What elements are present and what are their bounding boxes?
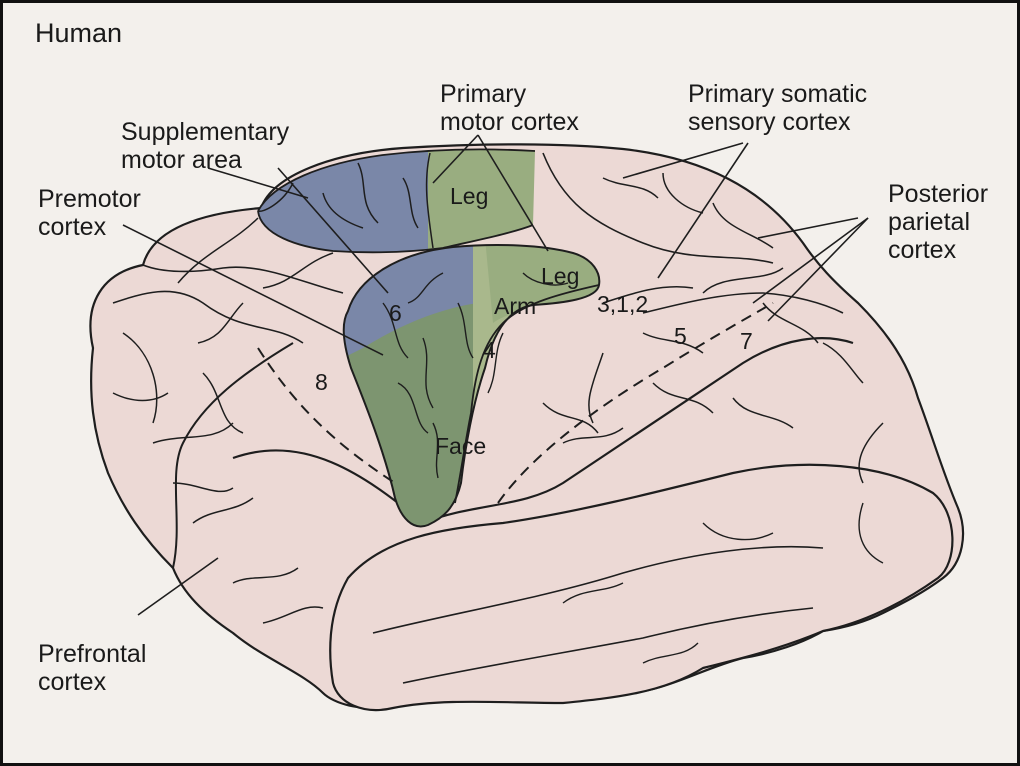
face-label: Face	[435, 433, 486, 460]
leg-lateral-label: Leg	[541, 263, 579, 290]
area-7-label: 7	[740, 328, 753, 355]
area-312-label: 3,1,2	[597, 291, 648, 318]
leg-top-label: Leg	[450, 183, 488, 210]
posterior-parietal-cortex-label: Posterior parietal cortex	[888, 180, 988, 264]
primary-motor-cortex-label: Primary motor cortex	[440, 80, 579, 136]
primary-somatic-sensory-cortex-label: Primary somatic sensory cortex	[688, 80, 867, 136]
figure-title: Human	[35, 19, 122, 47]
area-8-label: 8	[315, 369, 328, 396]
premotor-cortex-label: Premotor cortex	[38, 185, 141, 241]
supplementary-motor-area-label: Supplementary motor area	[121, 118, 289, 174]
area-6-label: 6	[389, 300, 402, 327]
prefrontal-cortex-label: Prefrontal cortex	[38, 640, 146, 696]
area-4-label: 4	[483, 337, 496, 364]
area-5-label: 5	[674, 323, 687, 350]
arm-label: Arm	[494, 293, 536, 320]
